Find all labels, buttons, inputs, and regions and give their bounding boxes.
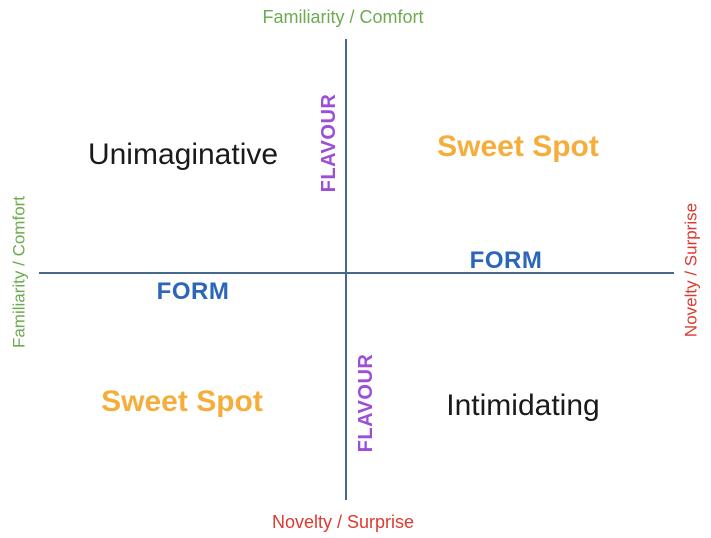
axis-label-right: Novelty / Surprise xyxy=(681,202,701,338)
flavour-axis-name-top: FLAVOUR xyxy=(318,93,340,193)
quadrant-label-bottom-right: Intimidating xyxy=(446,389,600,422)
form-axis-name-left: FORM xyxy=(156,278,230,305)
form-axis-name-right: FORM xyxy=(469,247,543,274)
quadrant-label-top-right: Sweet Spot xyxy=(437,130,599,163)
quadrant-label-bottom-left: Sweet Spot xyxy=(101,385,263,418)
axis-label-top: Familiarity / Comfort xyxy=(262,7,424,27)
axis-label-left: Familiarity / Comfort xyxy=(9,195,29,349)
quadrant-label-top-left: Unimaginative xyxy=(87,138,279,171)
horizontal-axis-line xyxy=(39,272,674,274)
axis-label-bottom: Novelty / Surprise xyxy=(271,512,415,532)
vertical-axis-line xyxy=(345,39,347,500)
flavour-axis-name-bottom: FLAVOUR xyxy=(355,353,377,453)
